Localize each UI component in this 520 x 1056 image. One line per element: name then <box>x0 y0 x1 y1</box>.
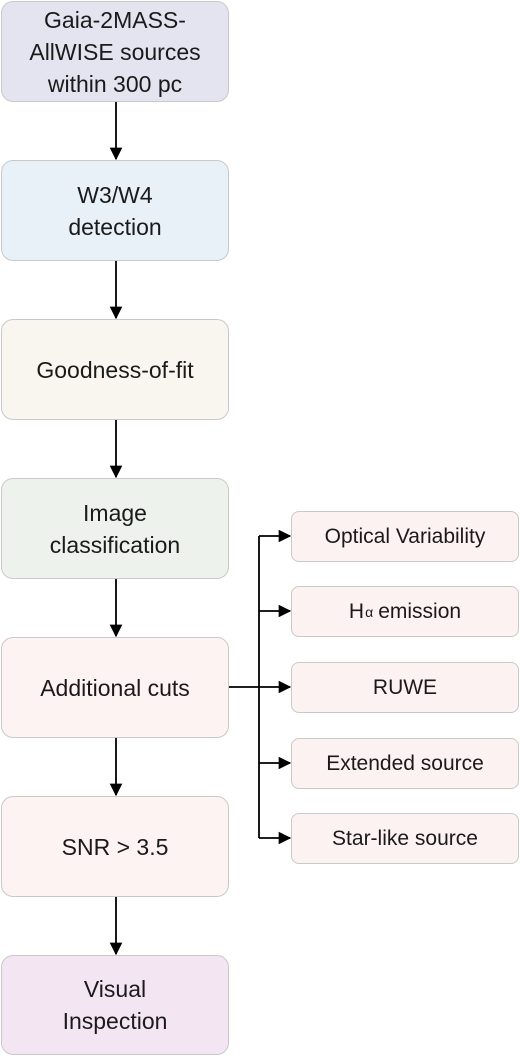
halpha-rest: emission <box>378 599 462 623</box>
step-goodness-of-fit: Goodness-of-fit <box>1 319 229 420</box>
cut-optical-variability: Optical Variability <box>291 511 519 562</box>
halpha-subscript: α <box>365 603 374 620</box>
step-w3-w4-detection: W3/W4 detection <box>1 160 229 261</box>
cut-extended-source: Extended source <box>291 738 519 789</box>
step-additional-cuts: Additional cuts <box>1 637 229 738</box>
cut-ruwe: RUWE <box>291 662 519 713</box>
step-image-classification: Image classification <box>1 478 229 579</box>
halpha-letter: H <box>348 599 365 623</box>
cut-star-like-source: Star-like source <box>291 813 519 864</box>
step-snr-cut: SNR > 3.5 <box>1 796 229 897</box>
step-gaia-sources: Gaia-2MASS- AllWISE sources within 300 p… <box>1 1 229 102</box>
step-visual-inspection: Visual Inspection <box>1 955 229 1055</box>
